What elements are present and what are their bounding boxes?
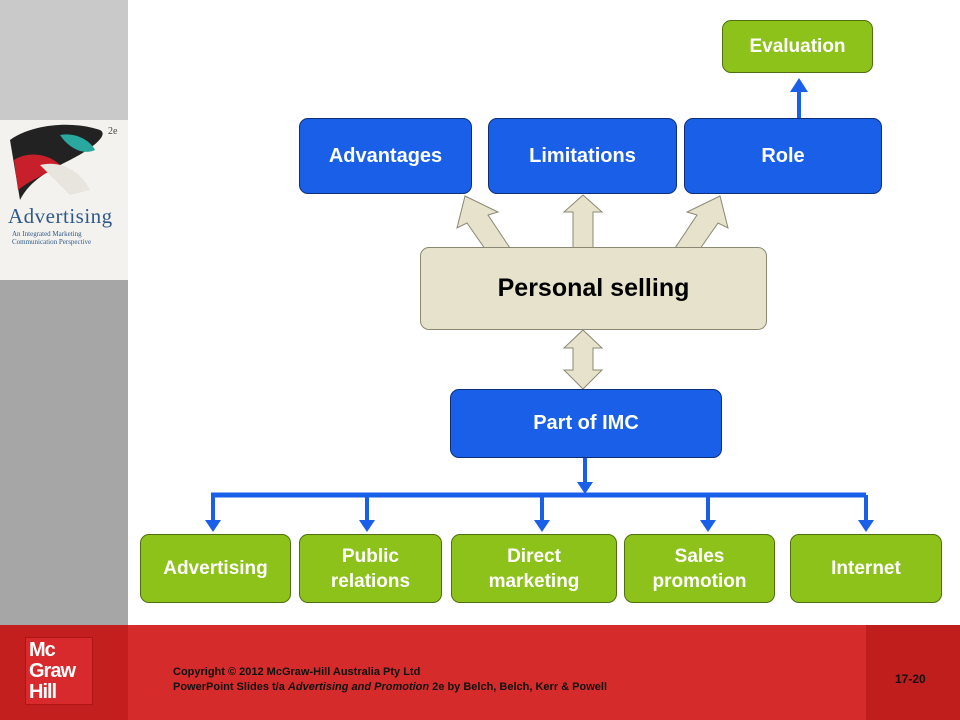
arrow-to-limitations [562, 194, 604, 251]
book-subtitle: An Integrated Marketing Communication Pe… [12, 230, 92, 246]
role-node: Role [684, 118, 882, 194]
advertising-node: Advertising [140, 534, 291, 603]
sales-promotion-node: Sales promotion [624, 534, 775, 603]
evaluation-node: Evaluation [722, 20, 873, 73]
direct-marketing-node: Direct marketing [451, 534, 617, 603]
internet-node: Internet [790, 534, 942, 603]
public-relations-node: Public relations [299, 534, 442, 603]
diagram-connectors [205, 78, 874, 532]
book-title: Advertising [8, 204, 113, 228]
copyright-text: Copyright © 2012 McGraw-Hill Australia P… [173, 665, 607, 695]
slide-number: 17-20 [895, 672, 926, 686]
book-cover-art [10, 124, 103, 200]
footer-slide-number-area [866, 625, 960, 720]
left-sidebar-lower [0, 278, 128, 625]
book-cover-image: 2e Advertising An Integrated Marketing C… [0, 120, 128, 280]
personal-selling-node: Personal selling [420, 247, 767, 330]
limitations-node: Limitations [488, 118, 677, 194]
double-arrow-selling-imc [562, 329, 604, 390]
part-of-imc-node: Part of IMC [450, 389, 722, 458]
copyright-line-1: Copyright © 2012 McGraw-Hill Australia P… [173, 666, 421, 678]
arrowhead-evaluation [790, 78, 808, 92]
advantages-node: Advantages [299, 118, 472, 194]
book-edition: 2e [108, 126, 118, 137]
copyright-line-2: PowerPoint Slides t/a Advertising and Pr… [173, 681, 608, 693]
